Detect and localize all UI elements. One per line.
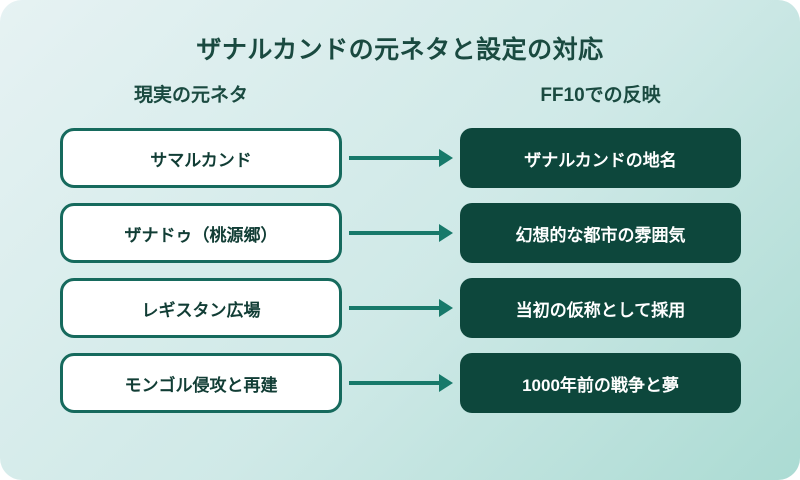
arrow-zone (342, 231, 460, 235)
arrow-right-icon (349, 156, 439, 160)
source-box-mongol-invasion: モンゴル侵攻と再建 (60, 353, 342, 413)
arrow-right-icon (349, 381, 439, 385)
arrow-zone (342, 381, 460, 385)
target-box-city-atmosphere: 幻想的な都市の雰囲気 (460, 203, 741, 263)
source-box-xanadu: ザナドゥ（桃源郷） (60, 203, 342, 263)
mapping-rows: サマルカンド ザナルカンドの地名 ザナドゥ（桃源郷） 幻想的な都市の雰囲気 レギ… (60, 128, 741, 413)
arrow-zone (342, 306, 460, 310)
column-header-real-origins: 現実の元ネタ (133, 85, 248, 106)
page-title: ザナルカンドの元ネタと設定の対応 (196, 36, 604, 64)
column-header-ff10-reflection: FF10での反映 (540, 85, 661, 106)
source-box-registan-square: レギスタン広場 (60, 278, 342, 338)
target-box-place-name: ザナルカンドの地名 (460, 128, 741, 188)
arrow-right-icon (349, 231, 439, 235)
mapping-row: モンゴル侵攻と再建 1000年前の戦争と夢 (60, 353, 741, 413)
mapping-row: サマルカンド ザナルカンドの地名 (60, 128, 741, 188)
target-box-war-and-dreams: 1000年前の戦争と夢 (460, 353, 741, 413)
mapping-row: レギスタン広場 当初の仮称として採用 (60, 278, 741, 338)
arrow-right-icon (349, 306, 439, 310)
mapping-row: ザナドゥ（桃源郷） 幻想的な都市の雰囲気 (60, 203, 741, 263)
target-box-tentative-name: 当初の仮称として採用 (460, 278, 741, 338)
source-box-samarkand: サマルカンド (60, 128, 342, 188)
arrow-zone (342, 156, 460, 160)
